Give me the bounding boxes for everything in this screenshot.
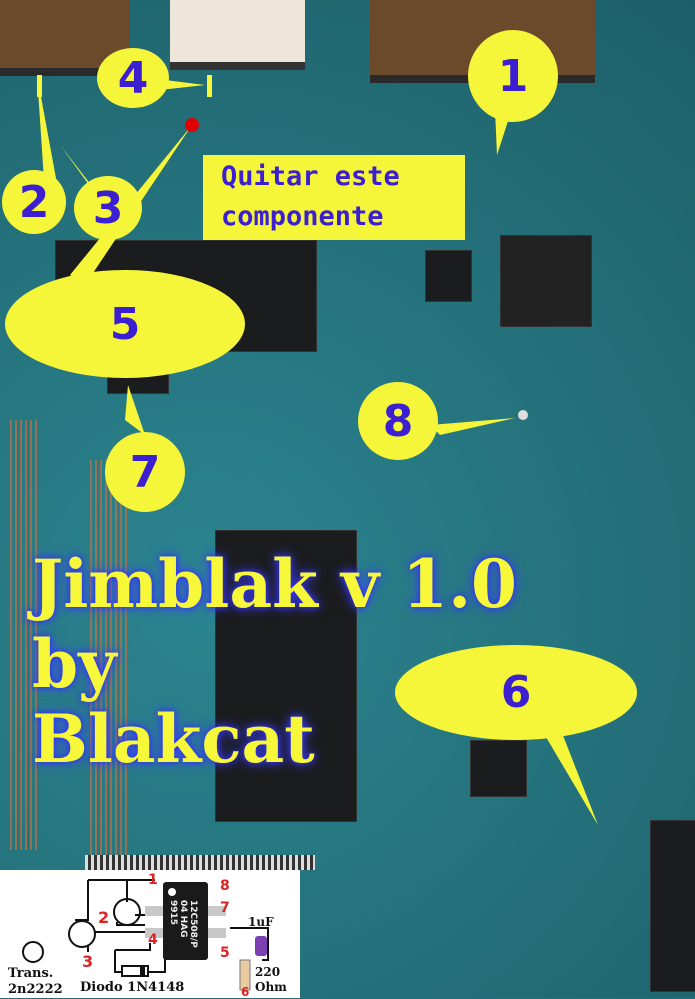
- title-line-1: Jimblak v 1.0: [32, 545, 517, 623]
- schematic-wiring: [22, 879, 269, 991]
- pin-4: 4: [148, 932, 158, 948]
- resistor-unit: Ohm: [255, 980, 287, 994]
- pin-5: 5: [220, 945, 230, 961]
- callout-4: 4: [97, 48, 169, 108]
- callout-1: 1: [468, 30, 558, 122]
- callout-2: 2: [2, 170, 66, 234]
- pin-1: 1: [148, 872, 158, 888]
- test-point-8: [518, 410, 528, 420]
- callout-7: 7: [105, 432, 185, 512]
- wire-label-3: 3: [82, 952, 94, 971]
- remove-component-note: Quitar este componente: [203, 155, 465, 240]
- title-line-3: Blakcat: [32, 700, 315, 778]
- note-line-1: Quitar este: [221, 161, 400, 192]
- transistor-model: 2n2222: [8, 982, 63, 997]
- title-line-2: by: [32, 625, 117, 703]
- connector-white: [170, 0, 305, 70]
- chip-marking-1: 12C508/P: [188, 900, 198, 948]
- wire-label-6: 6: [241, 985, 250, 999]
- pin-8: 8: [220, 878, 230, 894]
- regulator-78m05: [500, 235, 592, 327]
- schematic-panel: 12C508/P 04 HAG 9915 1 4 5 8 7 2 3 6 1uF…: [0, 870, 300, 999]
- chip-jrc: [470, 740, 527, 797]
- resistor-value: 220: [255, 965, 281, 979]
- chip-small: [425, 250, 472, 302]
- callout-5: 5: [5, 270, 245, 378]
- wire-label-2: 2: [98, 908, 110, 927]
- chip-marking-3: 9915: [168, 900, 178, 926]
- resistor-icon: [239, 959, 251, 991]
- diode-label: Diodo 1N4148: [80, 980, 185, 995]
- capacitor-icon: [255, 936, 267, 956]
- callout-3: 3: [74, 176, 142, 240]
- note-line-2: componente: [221, 201, 384, 232]
- callout-6: 6: [395, 645, 637, 740]
- red-marker: [185, 118, 199, 132]
- chip-samsung: [215, 530, 357, 822]
- pin-7: 7: [220, 900, 230, 916]
- chip-marking-2: 04 HAG: [178, 900, 188, 938]
- pic-chip: [163, 882, 208, 960]
- chip-right: [650, 820, 695, 992]
- callout-8: 8: [358, 382, 438, 460]
- transistor-label: Trans.: [8, 966, 54, 981]
- capacitor-label: 1uF: [248, 915, 274, 929]
